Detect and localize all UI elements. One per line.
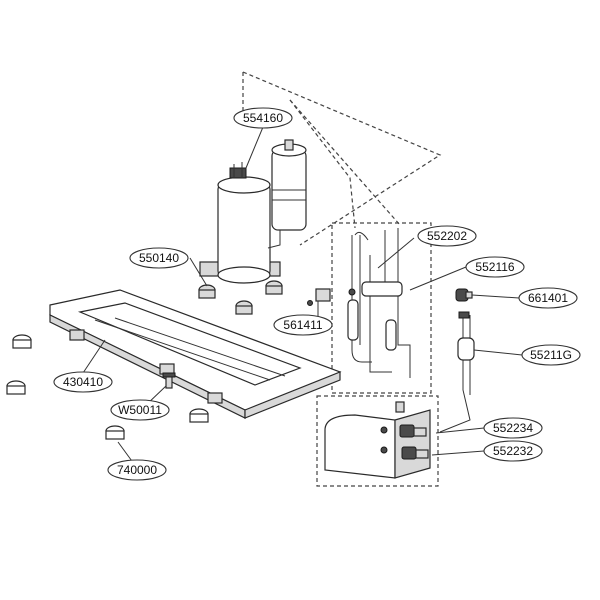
label-pipe-4way: 552116 — [475, 260, 514, 274]
mount-rubbers — [198, 280, 283, 315]
dashed-group-lines — [242, 71, 442, 487]
label-sensor-block: 561411 — [283, 318, 322, 332]
cap-part — [455, 288, 473, 302]
callout-55211G: 55211G — [521, 344, 581, 366]
callout-550140: 550140 — [129, 247, 189, 269]
callout-740000: 740000 — [107, 459, 167, 481]
label-cap-part: 661401 — [528, 291, 568, 305]
callout-554160: 554160 — [233, 107, 293, 129]
service-valves-panel — [324, 401, 431, 479]
label-mount-rubber: 550140 — [139, 251, 179, 265]
leader-lines — [82, 126, 523, 469]
reversing-valve-pipes — [347, 228, 411, 378]
label-service-valve-a: 552234 — [493, 421, 533, 435]
sensor-block — [307, 288, 331, 306]
callout-552116: 552116 — [465, 256, 525, 278]
screw — [162, 372, 176, 389]
label-foot-cushion: 740000 — [117, 463, 157, 477]
callout-552232: 552232 — [483, 440, 543, 462]
callout-552202: 552202 — [417, 225, 477, 247]
callout-552234: 552234 — [483, 417, 543, 439]
compressor — [199, 139, 307, 284]
callout-661401: 661401 — [518, 287, 578, 309]
label-capillary: 55211G — [530, 348, 572, 362]
callout-561411: 561411 — [273, 314, 333, 336]
label-screw: W50011 — [118, 403, 162, 417]
label-service-valve-b: 552232 — [493, 444, 533, 458]
label-reversing-valve: 552202 — [427, 229, 467, 243]
callout-430410: 430410 — [53, 371, 113, 393]
capillary-assembly — [439, 311, 475, 433]
base-pan — [49, 289, 342, 419]
label-compressor: 554160 — [243, 111, 283, 125]
foot-cushions — [6, 334, 209, 440]
callout-W50011: W50011 — [110, 399, 170, 421]
label-base-pan: 430410 — [63, 375, 103, 389]
